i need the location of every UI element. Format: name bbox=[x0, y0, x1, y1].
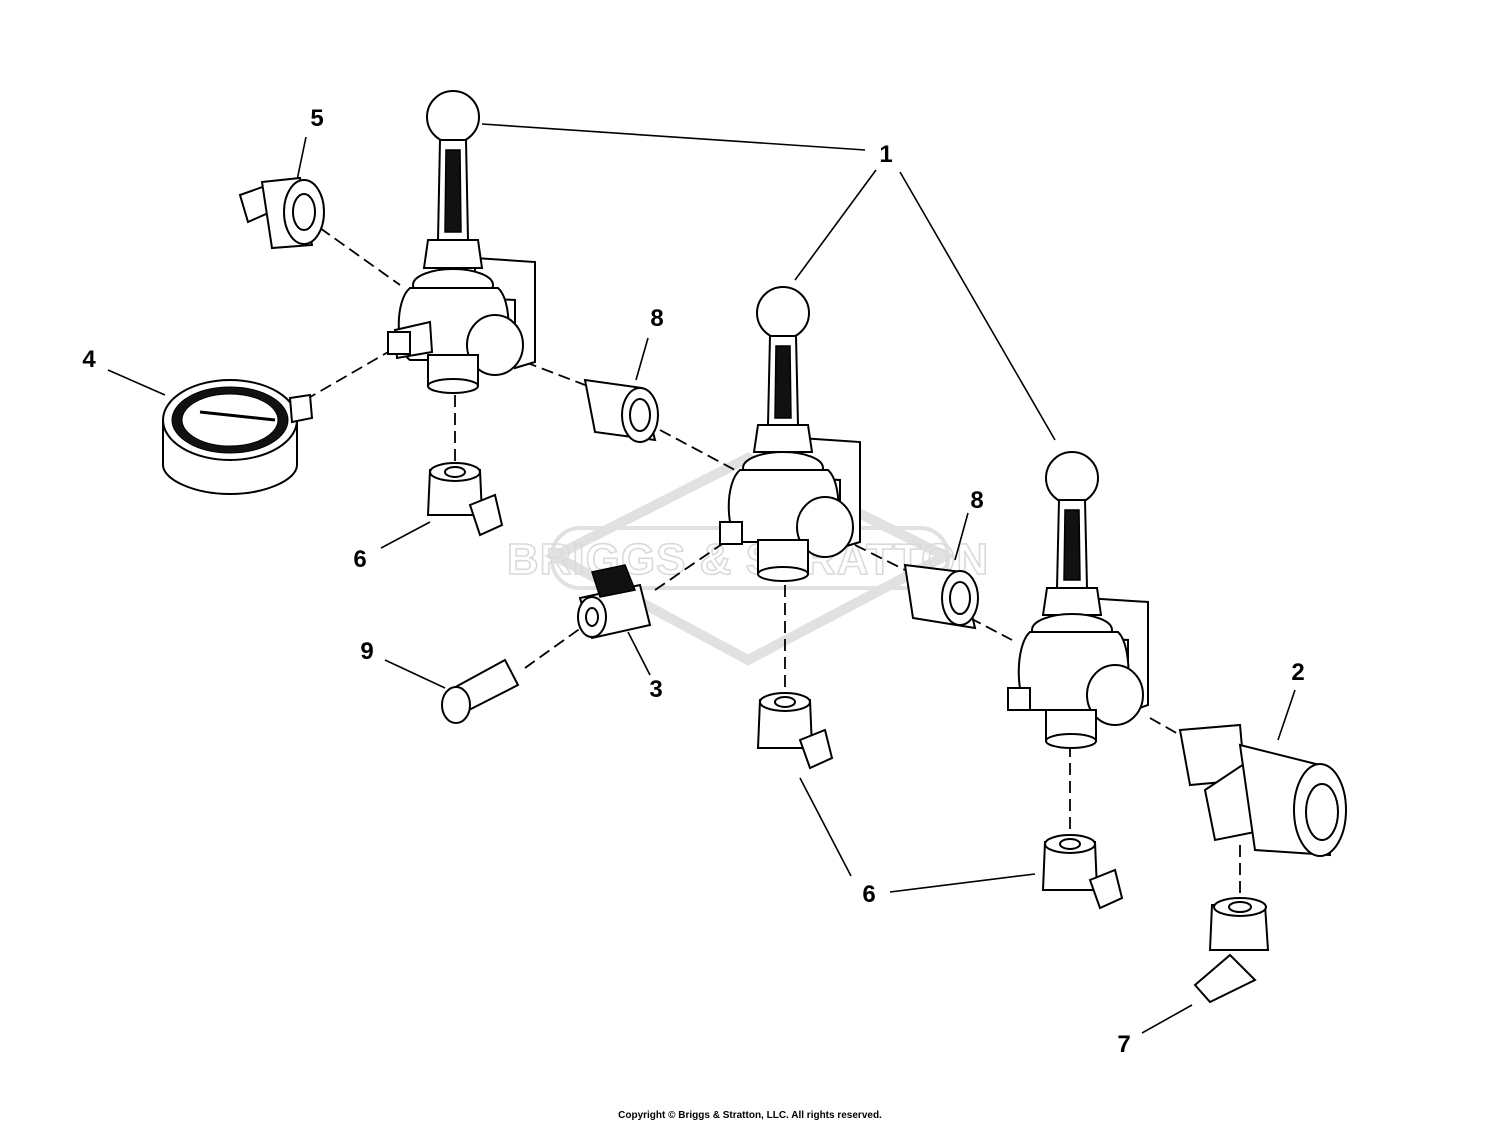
callout-3: 3 bbox=[649, 676, 662, 703]
barb-elbow bbox=[441, 658, 520, 724]
callout-9: 9 bbox=[360, 638, 373, 665]
callout-6a: 6 bbox=[353, 546, 366, 573]
hose-barb-fitting bbox=[238, 176, 325, 250]
pressure-gauge bbox=[162, 379, 314, 496]
leader-lines bbox=[107, 123, 1296, 1034]
elbow-fitting-4 bbox=[1193, 897, 1270, 1004]
valve-assembly-3 bbox=[1007, 451, 1149, 749]
valve-assembly-1 bbox=[387, 90, 536, 394]
elbow-fitting-1 bbox=[426, 462, 504, 537]
coupler-2 bbox=[903, 563, 979, 630]
callout-6b: 6 bbox=[862, 881, 875, 908]
elbow-fitting-3 bbox=[1041, 834, 1124, 910]
callout-2: 2 bbox=[1291, 659, 1304, 686]
callout-4: 4 bbox=[82, 346, 96, 373]
callout-7: 7 bbox=[1117, 1031, 1130, 1058]
shutoff-valve bbox=[577, 564, 652, 640]
coupler-1 bbox=[583, 378, 659, 443]
callout-labels: 1 2 3 4 5 6 6 7 8 8 9 bbox=[82, 105, 1304, 1058]
assembly-lines bbox=[304, 227, 1241, 905]
callout-1: 1 bbox=[879, 141, 892, 168]
callout-8a: 8 bbox=[650, 305, 663, 332]
valve-assembly-2 bbox=[719, 286, 861, 582]
copyright-notice: Copyright © Briggs & Stratton, LLC. All … bbox=[618, 1110, 882, 1121]
callout-8b: 8 bbox=[970, 487, 983, 514]
pressure-regulator bbox=[1178, 723, 1347, 857]
elbow-fitting-2 bbox=[756, 692, 834, 770]
callout-5: 5 bbox=[310, 105, 323, 132]
